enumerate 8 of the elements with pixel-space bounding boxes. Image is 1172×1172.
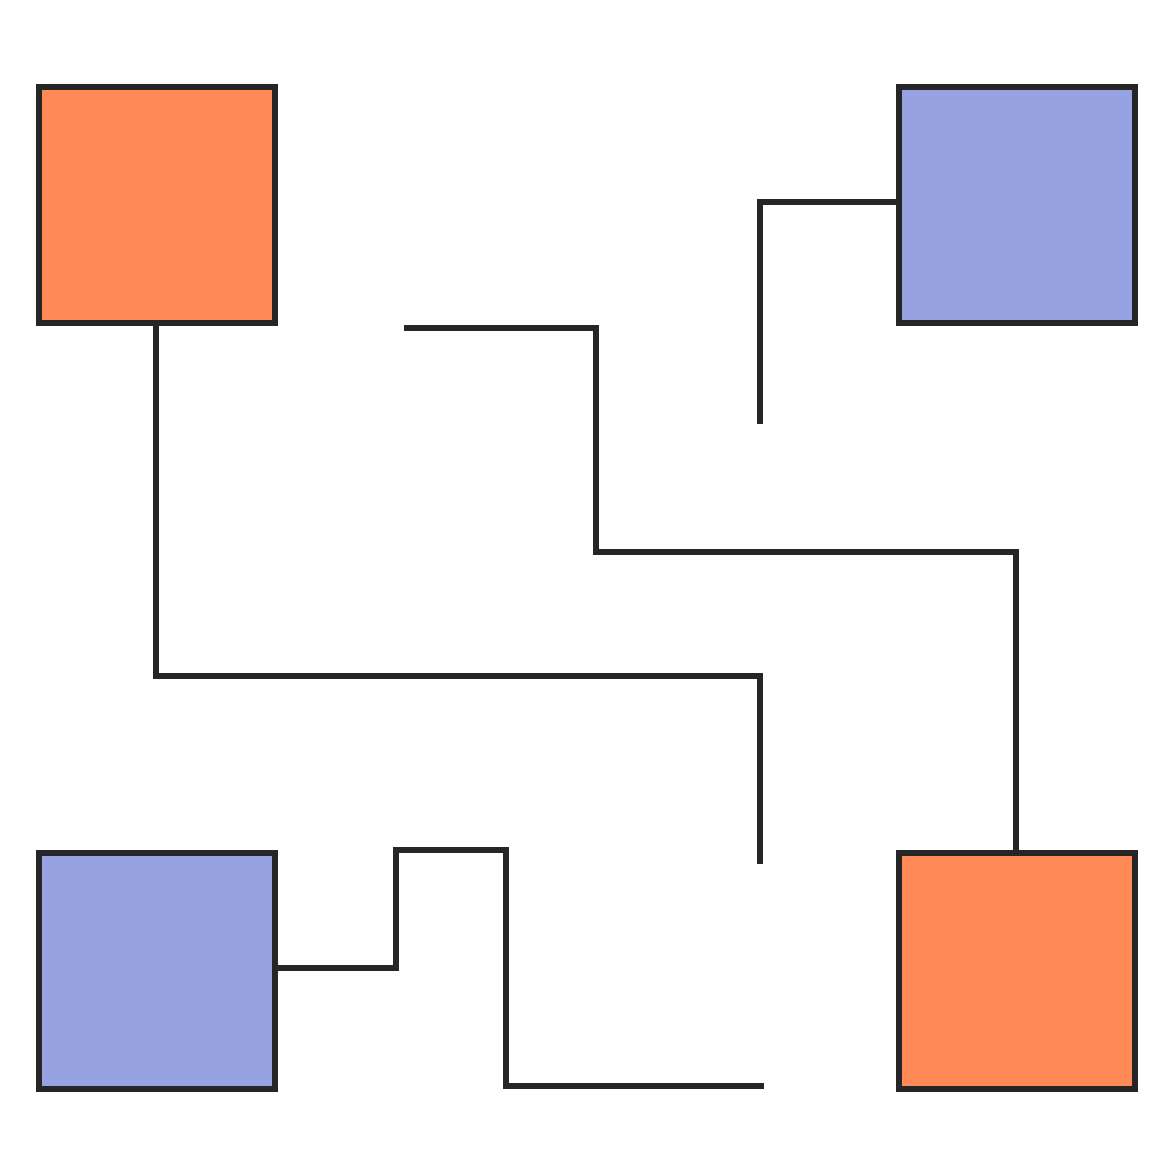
connector-line: [153, 326, 763, 864]
connector-line: [404, 325, 1019, 850]
square-block: [896, 84, 1138, 326]
connector-line: [757, 199, 896, 424]
square-block: [36, 850, 278, 1092]
square-block: [896, 850, 1138, 1092]
square-block: [36, 84, 278, 326]
connector-line: [278, 847, 764, 1089]
